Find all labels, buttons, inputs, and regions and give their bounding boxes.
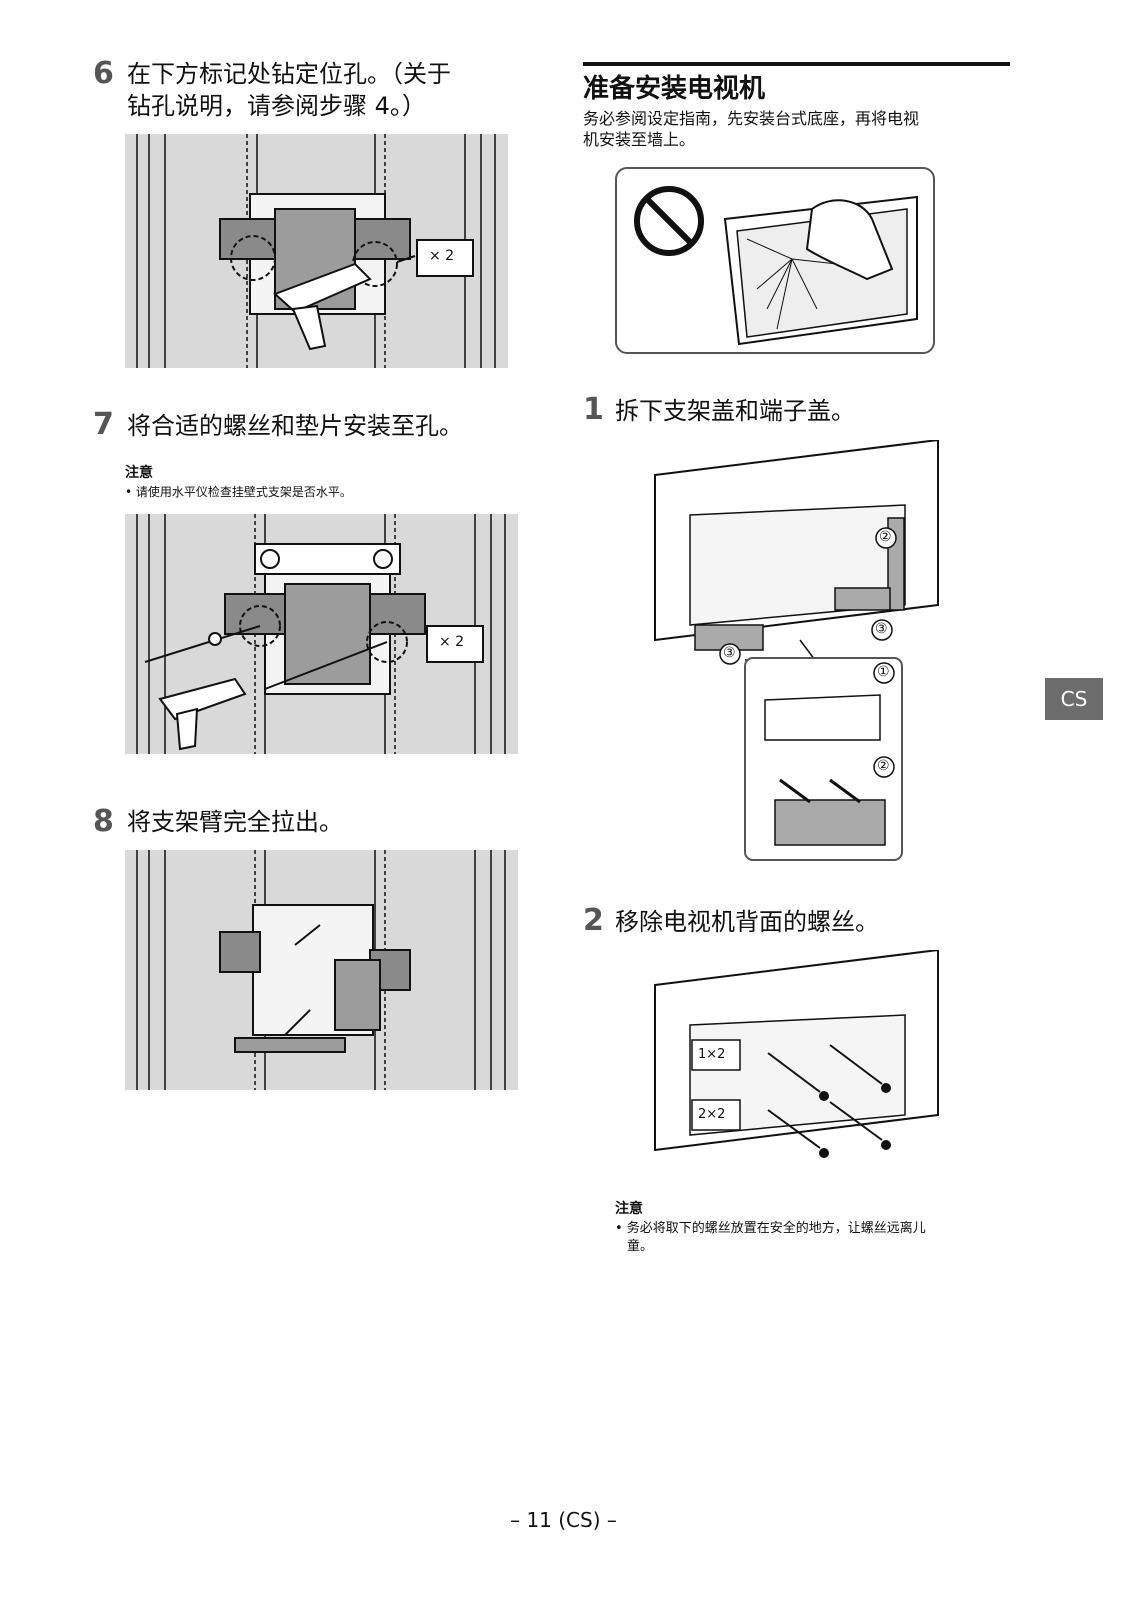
right-step-1-text: 拆下支架盖和端子盖。 bbox=[615, 397, 855, 425]
step-1-label-3a: ③ bbox=[875, 621, 888, 637]
step-1-label-1: ① bbox=[877, 664, 890, 680]
step-7-callout: × 2 bbox=[439, 634, 465, 650]
step-7-note-title: 注意 bbox=[125, 465, 153, 481]
step-1-label-2a: ② bbox=[879, 529, 892, 545]
right-note-line1: • 务必将取下的螺丝放置在安全的地方，让螺丝远离儿 bbox=[615, 1221, 926, 1236]
right-note-title: 注意 bbox=[615, 1201, 643, 1217]
section-rule bbox=[583, 62, 1010, 66]
step-8-illustration bbox=[125, 850, 518, 1090]
step-6-number: 6 bbox=[93, 56, 114, 91]
step-2-callout-1: 1×2 bbox=[698, 1047, 726, 1062]
step-2-callout-2: 2×2 bbox=[698, 1107, 726, 1122]
step-7-number: 7 bbox=[93, 407, 114, 442]
step-7-text: 将合适的螺丝和垫片安装至孔。 bbox=[127, 412, 463, 440]
step-1-illustration: ② ③ ③ ① ② bbox=[650, 440, 940, 865]
step-6-text-line2: 钻孔说明，请参阅步骤 4。） bbox=[127, 92, 426, 120]
step-2-illustration: 1×2 2×2 bbox=[650, 950, 940, 1165]
right-note-line2: 童。 bbox=[627, 1239, 654, 1254]
step-7-note: • 请使用水平仪检查挂壁式支架是否水平。 bbox=[125, 485, 352, 499]
step-6-text-line1: 在下方标记处钻定位孔。（关于 bbox=[127, 60, 451, 88]
page-number: – 11 (CS) – bbox=[510, 1508, 617, 1532]
right-step-2-number: 2 bbox=[583, 903, 604, 938]
step-6-illustration: × 2 bbox=[125, 134, 508, 368]
right-step-1-number: 1 bbox=[583, 392, 604, 427]
step-1-label-3b: ③ bbox=[723, 645, 736, 661]
language-tab: CS bbox=[1045, 678, 1103, 720]
right-step-2-text: 移除电视机背面的螺丝。 bbox=[615, 908, 879, 936]
step-1-label-2b: ② bbox=[877, 758, 890, 774]
step-8-number: 8 bbox=[93, 804, 114, 839]
section-title: 准备安装电视机 bbox=[583, 74, 766, 104]
step-7-illustration: × 2 bbox=[125, 514, 518, 754]
warning-illustration bbox=[615, 167, 935, 354]
intro-line1: 务必参阅设定指南，先安装台式底座，再将电视 bbox=[583, 109, 920, 128]
step-8-text: 将支架臂完全拉出。 bbox=[127, 808, 343, 836]
step-6-callout: × 2 bbox=[429, 248, 455, 264]
intro-line2: 机安装至墙上。 bbox=[583, 130, 696, 149]
